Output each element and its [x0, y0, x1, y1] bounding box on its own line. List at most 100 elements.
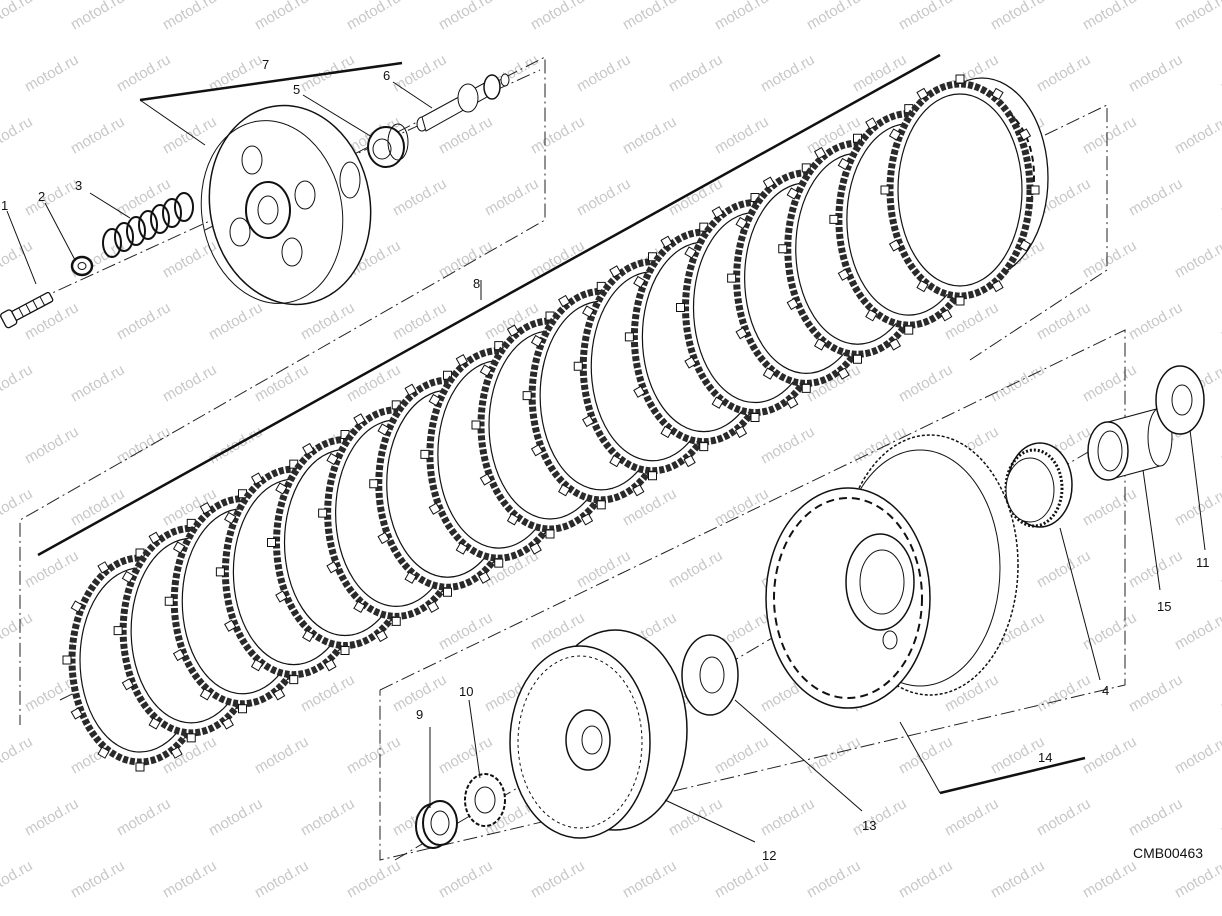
callout-5: 5: [293, 82, 300, 97]
watermark-text: motod.ru: [0, 237, 36, 281]
watermark-text: motod.ru: [22, 547, 82, 591]
watermark-text: motod.ru: [528, 113, 588, 157]
watermark-text: motod.ru: [1172, 609, 1222, 653]
watermark-text: motod.ru: [666, 51, 726, 95]
watermark-text: motod.ru: [22, 671, 82, 715]
watermark-text: motod.ru: [344, 0, 404, 33]
watermark-text: motod.ru: [1218, 175, 1222, 219]
clutch-basket-part: [765, 434, 1019, 709]
callout-4: 4: [1102, 683, 1109, 698]
callout-labels: 1 2 3 4 5 6 7 8 9 10 11 12 13 14 15: [1, 57, 1210, 863]
watermark-text: motod.ru: [160, 857, 220, 901]
watermark-text: motod.ru: [804, 733, 864, 777]
watermark-text: motod.ru: [1218, 299, 1222, 343]
bearing-part: [367, 123, 409, 168]
lock-washer-part: [464, 773, 506, 827]
watermark-text: motod.ru: [436, 857, 496, 901]
leader-lines: [6, 81, 1206, 843]
watermark-text: motod.ru: [0, 113, 36, 157]
callout-10: 10: [459, 684, 473, 699]
watermark-text: motod.ru: [1126, 299, 1186, 343]
watermark-text: motod.ru: [344, 857, 404, 901]
watermark-text: motod.ru: [252, 0, 312, 33]
watermark-text: motod.ru: [160, 237, 220, 281]
disc-pack-bracket-line: [37, 53, 941, 557]
watermark-text: motod.ru: [1172, 733, 1222, 777]
watermark-text: motod.ru: [1126, 795, 1186, 839]
watermark-text: motod.ru: [896, 733, 956, 777]
watermark-text: motod.ru: [22, 423, 82, 467]
watermark-text: motod.ru: [68, 113, 128, 157]
watermark-text: motod.ru: [1034, 795, 1094, 839]
clutch-disc: [880, 74, 1049, 306]
watermark-text: motod.ru: [1034, 51, 1094, 95]
callout-15: 15: [1157, 599, 1171, 614]
watermark-text: motod.ru: [1172, 237, 1222, 281]
watermark-text: motod.ru: [436, 609, 496, 653]
watermark-text: motod.ru: [390, 299, 450, 343]
watermark-text: motod.ru: [0, 609, 36, 653]
watermark-text: motod.ru: [1218, 547, 1222, 591]
pressure-plate-part: [200, 104, 372, 306]
watermark-text: motod.ru: [712, 485, 772, 529]
callout-9: 9: [416, 707, 423, 722]
watermark-text: motod.ru: [896, 361, 956, 405]
watermark-text: motod.ru: [988, 0, 1048, 33]
watermark-text: motod.ru: [758, 51, 818, 95]
hub-frame: [379, 329, 1126, 861]
watermark-text: motod.ru: [436, 733, 496, 777]
watermark-text: motod.ru: [1218, 795, 1222, 839]
watermark-text: motod.ru: [0, 733, 36, 777]
watermark-text: motod.ru: [1126, 547, 1186, 591]
watermark-text: motod.ru: [804, 0, 864, 33]
watermark-text: motod.ru: [1034, 671, 1094, 715]
watermark-text: motod.ru: [1080, 609, 1140, 653]
watermark-text: motod.ru: [988, 361, 1048, 405]
watermark-text: motod.ru: [22, 51, 82, 95]
watermark-text: motod.ru: [528, 0, 588, 33]
callout-14: 14: [1038, 750, 1052, 765]
watermark-text: motod.ru: [620, 0, 680, 33]
thrust-washer-part: [681, 634, 739, 716]
watermark-text: motod.ru: [620, 113, 680, 157]
disc-pack-frame-right: [969, 104, 1108, 361]
watermark-text: motod.ru: [114, 299, 174, 343]
callout-7: 7: [262, 57, 269, 72]
watermark-text: motod.ru: [1172, 485, 1222, 529]
watermark-text: motod.ru: [1080, 361, 1140, 405]
watermark-text: motod.ru: [344, 733, 404, 777]
watermark-text: motod.ru: [22, 175, 82, 219]
hub-basket-group: [415, 365, 1205, 849]
watermark-text: motod.ru: [574, 51, 634, 95]
spring-part: [102, 192, 194, 258]
watermark-text: motod.ru: [988, 857, 1048, 901]
watermark-text: motod.ru: [1080, 113, 1140, 157]
callout-6: 6: [383, 68, 390, 83]
bushing-part: [1087, 407, 1173, 481]
watermark-text: motod.ru: [252, 857, 312, 901]
watermark-text: motod.ru: [0, 857, 36, 901]
watermark-text: motod.ru: [1126, 175, 1186, 219]
watermark-text: motod.ru: [0, 361, 36, 405]
watermark-text: motod.ru: [896, 0, 956, 33]
watermark-text: motod.ru: [574, 175, 634, 219]
callout-8: 8: [473, 276, 480, 291]
clutch-disc-pack: [62, 74, 1049, 772]
watermark-text: motod.ru: [1080, 733, 1140, 777]
watermark-text: motod.ru: [758, 795, 818, 839]
pressure-plate-group: [0, 73, 510, 329]
watermark-text: motod.ru: [528, 857, 588, 901]
watermark-text: motod.ru: [482, 175, 542, 219]
callout-3: 3: [75, 178, 82, 193]
watermark-text: motod.ru: [712, 0, 772, 33]
callout-1: 1: [1, 198, 8, 213]
pressure-plate-bracket-line: [139, 61, 403, 102]
watermark-text: motod.ru: [942, 795, 1002, 839]
shim-washer-part: [1155, 365, 1205, 435]
watermark-text: motod.ru: [666, 795, 726, 839]
watermark-text: motod.ru: [1080, 0, 1140, 33]
watermark-text: motod.ru: [390, 51, 450, 95]
callout-2: 2: [38, 189, 45, 204]
watermark-text: motod.ru: [1126, 51, 1186, 95]
